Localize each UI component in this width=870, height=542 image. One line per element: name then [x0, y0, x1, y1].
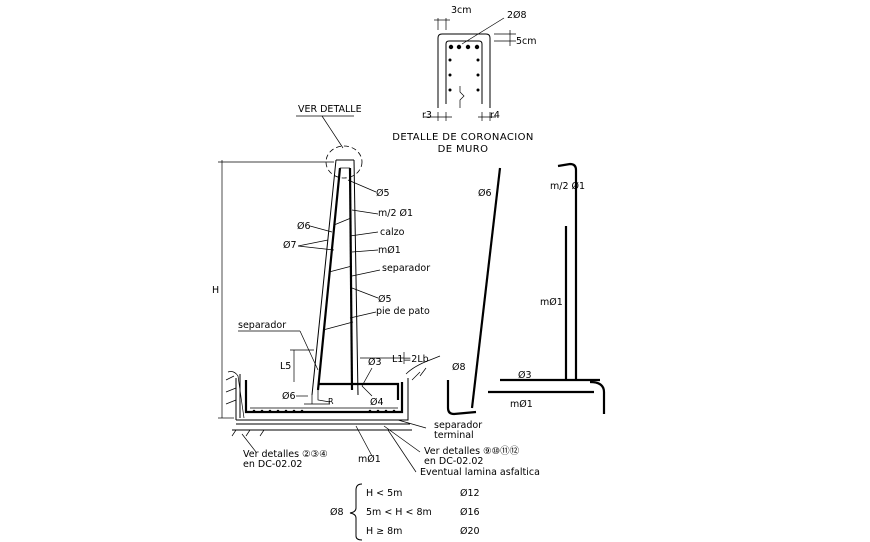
ver-detalles-right-line2: en DC-02.02 [424, 456, 483, 467]
ver-detalle-label: VER DETALLE [298, 104, 362, 115]
table-row-3-value: Ø20 [460, 526, 480, 537]
lamina-label: Eventual lamina asfaltica [420, 467, 540, 478]
o6-base-label: Ø6 [282, 391, 296, 402]
crown-detail-title-line1: DETALLE DE CORONACION [392, 132, 534, 143]
bars-mo1-bottom-label: mØ1 [510, 399, 533, 410]
separador-terminal-label-2: terminal [434, 430, 474, 441]
o4-label: Ø4 [370, 397, 384, 408]
separador-left-label: separador [238, 320, 286, 331]
separador-terminal-label-1: separador [434, 420, 482, 431]
o5-mid-label: Ø5 [378, 294, 392, 305]
mo1-label: mØ1 [378, 245, 401, 256]
r4-label: r4 [490, 110, 500, 121]
ver-detalles-right-line1: Ver detalles ⑨⑩⑪⑫ [424, 446, 520, 457]
ver-detalles-left-line2: en DC-02.02 [243, 459, 302, 470]
wall-section: VER DETALLE H [212, 104, 540, 478]
pie-de-pato-label: pie de pato [376, 306, 430, 317]
ver-detalles-left-line1: Ver detalles ②③④ [243, 449, 328, 460]
bars-o3-label: Ø3 [518, 370, 532, 381]
crown-detail-title-line2: DE MURO [438, 144, 489, 155]
bar-shapes: Ø6 m/2 Ø1 mØ1 Ø8 Ø3 mØ1 [446, 162, 606, 416]
bars-o6-label: Ø6 [478, 188, 492, 199]
table-symbol: Ø8 [330, 507, 344, 518]
mo1-base-label: mØ1 [358, 454, 381, 465]
calzo-label: calzo [380, 227, 405, 238]
bars-o8-label: Ø8 [452, 362, 466, 373]
dim-3cm-label: 3cm [451, 5, 472, 16]
l1-label: L1=2Lb [392, 354, 429, 365]
r-label: R [328, 397, 334, 406]
o3-label: Ø3 [368, 357, 382, 368]
table-row-3-condition: H ≥ 8m [366, 526, 402, 537]
table-row-1-condition: H < 5m [366, 488, 402, 499]
o6-label: Ø6 [297, 221, 311, 232]
m2o1-label: m/2 Ø1 [378, 208, 413, 219]
table-row-1-value: Ø12 [460, 488, 480, 499]
bars-m2o1-label: m/2 Ø1 [550, 181, 585, 192]
o7-label: Ø7 [283, 240, 297, 251]
diameter-table: Ø8 H < 5m Ø12 5m < H < 8m Ø16 H ≥ 8m Ø20 [330, 483, 480, 541]
top-bars-label: 2Ø8 [507, 10, 527, 21]
r3-label: r3 [422, 110, 432, 121]
o5-top-label: Ø5 [376, 188, 390, 199]
height-label: H [212, 285, 219, 296]
crown-detail: 3cm 2Ø8 5cm r3 r4 DETALLE DE CORONACION … [392, 5, 536, 155]
table-row-2-value: Ø16 [460, 507, 480, 518]
l5-label: L5 [280, 361, 291, 372]
table-row-2-condition: 5m < H < 8m [366, 507, 432, 518]
separador-right-label: separador [382, 263, 430, 274]
bars-mo1-label: mØ1 [540, 297, 563, 308]
dim-5cm-label: 5cm [516, 36, 537, 47]
bottom-bar-dots [252, 409, 396, 413]
